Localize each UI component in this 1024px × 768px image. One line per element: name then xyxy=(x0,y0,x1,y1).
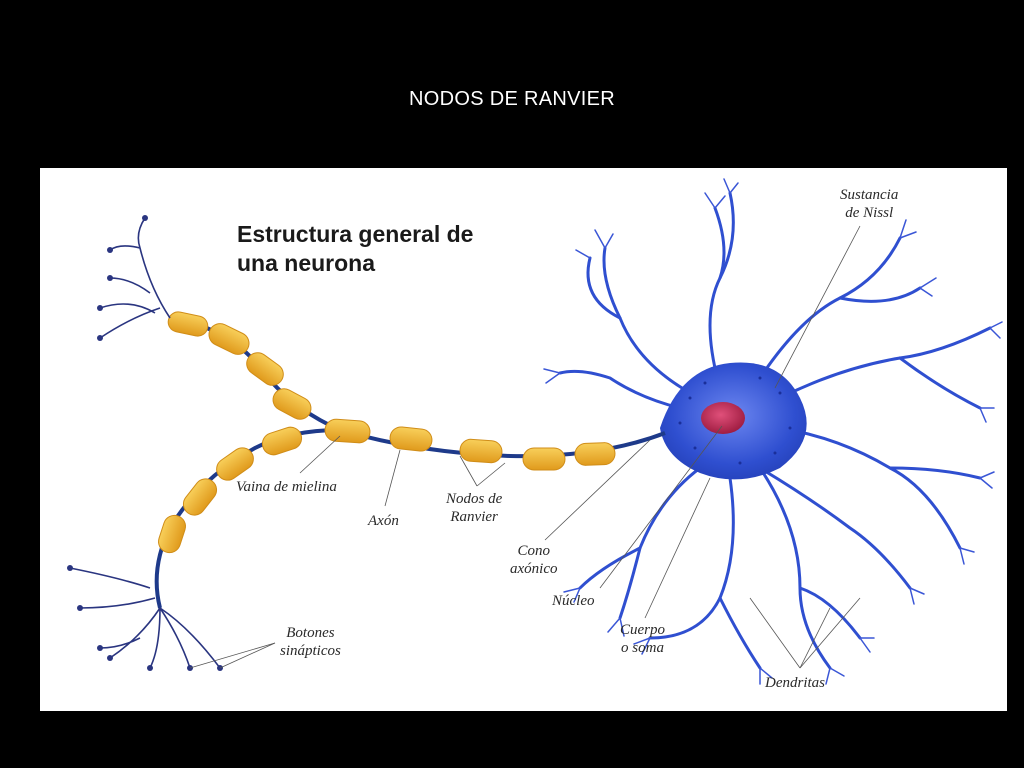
label-cono-axonico: Cono axónico xyxy=(510,542,557,578)
label-botones-sinapticos: Botones sinápticos xyxy=(280,624,341,660)
nissl-dots xyxy=(678,376,792,465)
label-cuerpo-soma-line1: Cuerpo xyxy=(620,622,665,638)
label-cuerpo-soma-line2: o soma xyxy=(621,640,664,656)
label-sustancia-nissl-line1: Sustancia xyxy=(840,187,899,203)
dendrite-fine-branches xyxy=(543,178,1003,685)
diagram-heading-line1: Estructura general de xyxy=(237,221,474,247)
label-botones-line1: Botones xyxy=(286,625,335,641)
label-leader-lines xyxy=(189,225,861,669)
synaptic-buttons xyxy=(67,215,223,671)
axon-terminals xyxy=(69,217,221,669)
label-vaina-mielina: Vaina de mielina xyxy=(236,479,337,495)
label-cono-axonico-line2: axónico xyxy=(510,561,558,577)
diagram-heading: Estructura general de una neurona xyxy=(237,220,473,278)
label-botones-line2: sinápticos xyxy=(280,643,341,659)
label-cono-axonico-line1: Cono xyxy=(517,543,550,559)
neuron-diagram: Estructura general de una neurona Sustan… xyxy=(40,168,1007,711)
label-sustancia-nissl: Sustancia de Nissl xyxy=(840,186,898,222)
label-nodos-ranvier-line2: Ranvier xyxy=(450,509,498,525)
label-sustancia-nissl-line2: de Nissl xyxy=(845,205,894,221)
label-nucleo: Núcleo xyxy=(552,593,595,609)
diagram-heading-line2: una neurona xyxy=(237,250,376,276)
label-nodos-ranvier-line1: Nodos de xyxy=(446,491,503,507)
nucleus xyxy=(701,402,745,434)
slide-title: NODOS DE RANVIER xyxy=(409,88,615,110)
myelin-sheath xyxy=(158,311,616,554)
neuron-illustration xyxy=(67,178,1003,685)
label-dendritas: Dendritas xyxy=(765,675,825,691)
label-axon: Axón xyxy=(368,513,399,529)
label-nodos-ranvier: Nodos de Ranvier xyxy=(446,490,502,526)
dendrites xyxy=(558,191,992,670)
label-cuerpo-soma: Cuerpo o soma xyxy=(620,621,665,657)
